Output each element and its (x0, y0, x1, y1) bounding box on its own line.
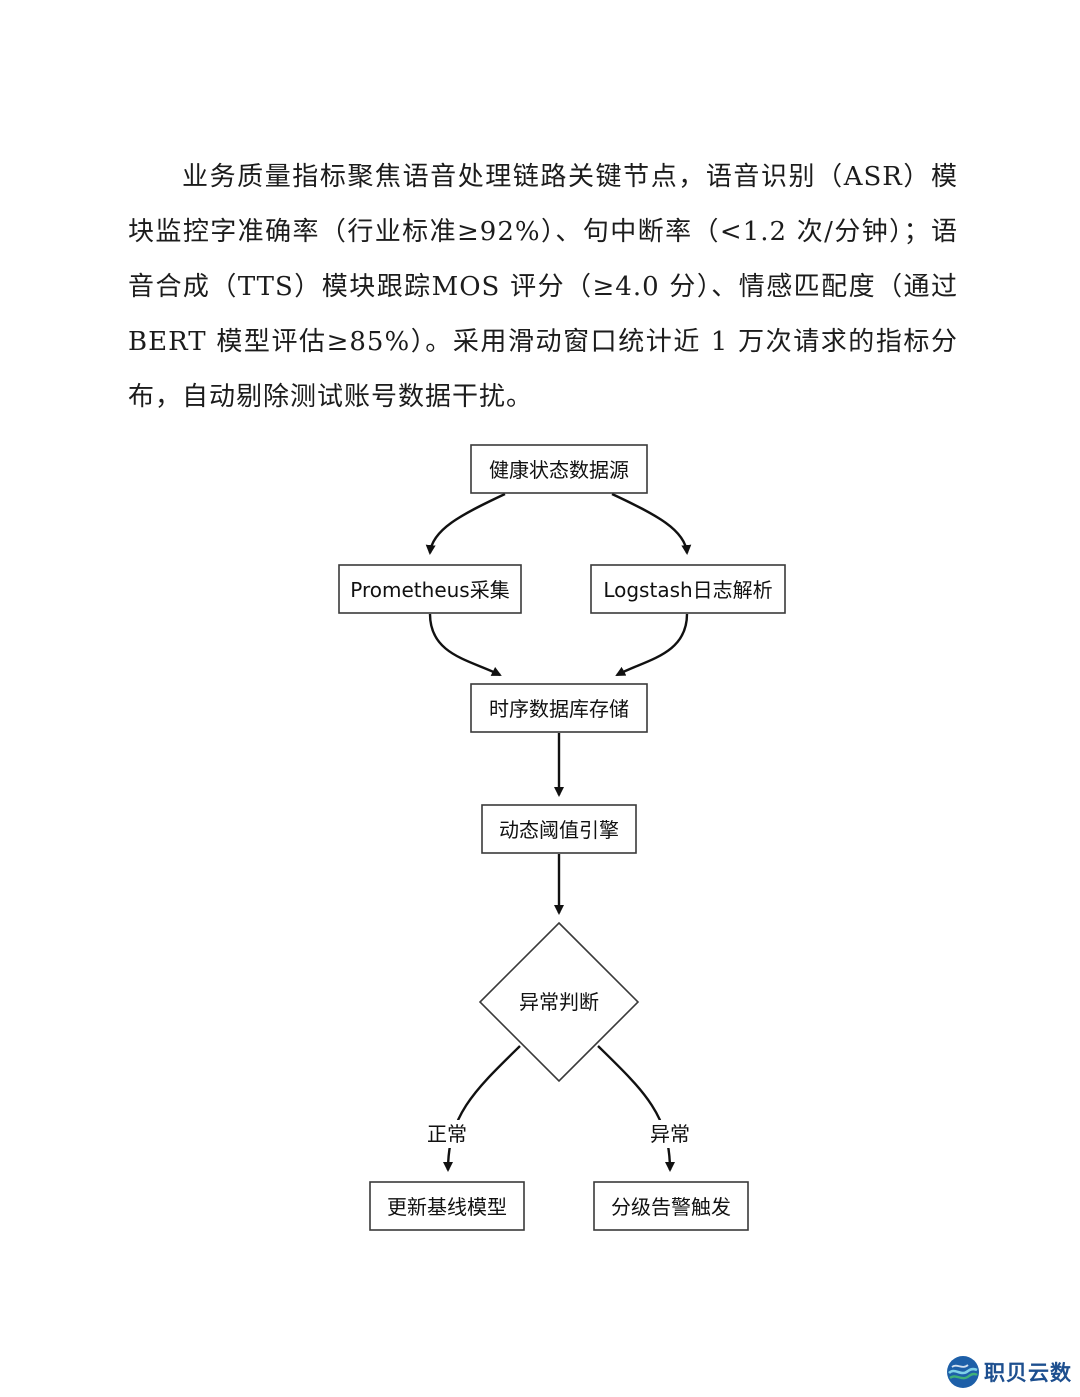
edge-label-bg-abnormal (641, 1120, 699, 1148)
node-tsdb: 时序数据库存储 (470, 683, 648, 733)
node-decision: 异常判断 (478, 921, 640, 1083)
node-logstash: Logstash日志解析 (590, 564, 786, 614)
node-alert: 分级告警触发 (593, 1181, 749, 1231)
node-update: 更新基线模型 (369, 1181, 525, 1231)
edge-logstash-to-tsdb (615, 613, 689, 677)
node-source-label: 健康状态数据源 (489, 458, 629, 482)
edge-decision-to-update (443, 1045, 521, 1172)
edge-label-normal: 正常 (427, 1122, 467, 1146)
node-engine: 动态阈值引擎 (481, 804, 637, 854)
node-decision-label: 异常判断 (519, 990, 599, 1014)
brand-logo-icon (947, 1356, 979, 1388)
edge-label-bg-normal (418, 1120, 476, 1148)
edge-label-abnormal: 异常 (650, 1122, 690, 1146)
edge-source-to-prometheus (425, 492, 506, 555)
body-paragraph: 业务质量指标聚焦语音处理链路关键节点，语音识别（ASR）模块监控字准确率（行业标… (128, 162, 958, 412)
edge-decision-to-alert (597, 1045, 675, 1172)
node-tsdb-label: 时序数据库存储 (489, 697, 629, 721)
node-source: 健康状态数据源 (470, 444, 648, 494)
brand-logo-text: 职贝云数 (984, 1361, 1072, 1385)
node-prometheus-label: Prometheus采集 (350, 578, 509, 602)
node-engine-label: 动态阈值引擎 (499, 818, 619, 842)
node-logstash-label: Logstash日志解析 (603, 578, 772, 602)
edge-source-to-logstash (611, 492, 692, 555)
edge-prometheus-to-tsdb (428, 613, 502, 677)
node-update-label: 更新基线模型 (387, 1195, 507, 1219)
brand-logo: 职贝云数 (946, 1355, 1072, 1389)
node-alert-label: 分级告警触发 (611, 1195, 731, 1219)
node-prometheus: Prometheus采集 (338, 564, 522, 614)
